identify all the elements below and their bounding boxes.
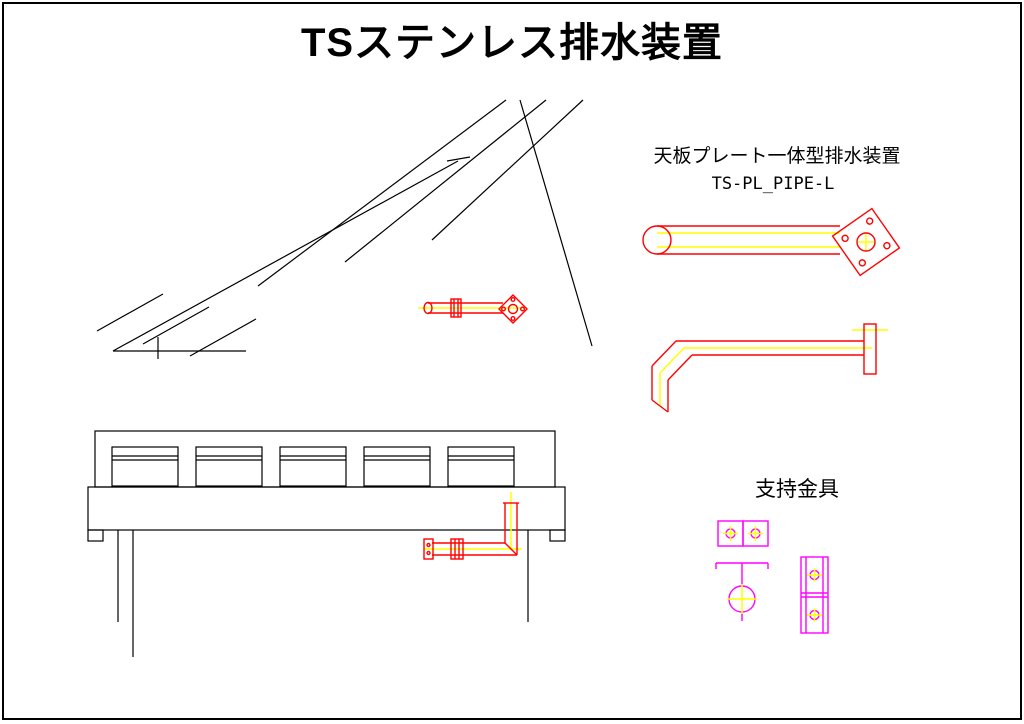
flange-plate (831, 207, 901, 277)
isometric-hatch-lines (96, 99, 593, 359)
drain-pipe-elevation (423, 492, 522, 560)
page-title: TSステンレス排水装置 (301, 21, 723, 65)
support-bracket-details (715, 520, 829, 634)
deck-structure (87, 430, 566, 657)
pipe-plan-detail (642, 207, 901, 277)
u-bolt-front-view (715, 562, 769, 621)
elevation-view (87, 430, 566, 657)
bracket-side-view (800, 556, 829, 634)
isometric-view (96, 99, 593, 359)
support-heading: 支持金具 (755, 478, 839, 501)
bracket-plate-top-view (717, 520, 769, 547)
pipe-side-detail (651, 323, 888, 413)
detail-heading: 天板プレート一体型排水装置 (653, 145, 900, 167)
part-number: TS-PL_PIPE-L (712, 174, 835, 194)
drain-pipe-isometric (418, 294, 528, 324)
